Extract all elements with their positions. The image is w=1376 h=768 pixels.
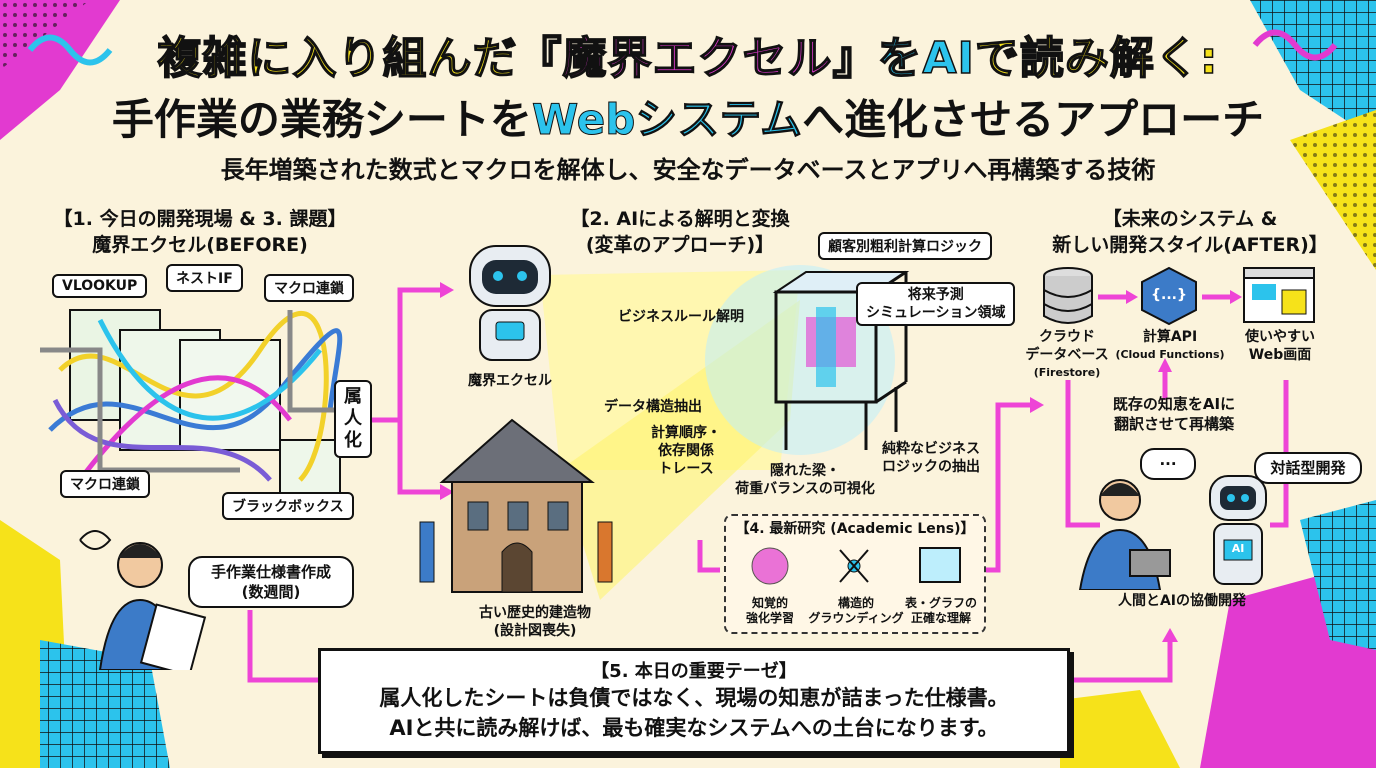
db-line-2: データベース <box>1025 347 1109 363</box>
pure-logic-label: 純粋なビジネス ロジックの抽出 <box>876 440 986 476</box>
tag-macro-chain-top: マクロ連鎖 <box>264 274 354 302</box>
main-title: 複雑に入り組んだ『魔界エクセル』をAIで読み解く: <box>0 22 1376 86</box>
robot-label: 魔界エクセル <box>468 373 552 389</box>
academic-lens-panel: 【4. 最新研究 (Academic Lens)】 知覚的 強化学習 構造的 グ… <box>724 514 986 634</box>
db-line-1: クラウド <box>1039 329 1095 345</box>
trace-line-1: 計算順序・ <box>651 425 721 441</box>
translate-line-2: 翻訳させて再構築 <box>1113 415 1234 433</box>
house-caption-line-1: 古い歴史的建造物 <box>479 605 591 621</box>
academic-icons <box>751 547 961 585</box>
after-heading-line-2: 新しい開発スタイル(AFTER)】 <box>1052 234 1328 256</box>
translate-line-1: 既存の知恵をAIに <box>1112 395 1236 413</box>
collab-label: 人間とAIの協働開発 <box>1117 593 1247 609</box>
database-label: クラウド データベース (Firestore) <box>1012 328 1122 382</box>
robot-badge: AI <box>1231 542 1245 555</box>
cloud-functions-icon <box>1141 266 1197 326</box>
tag-vlookup: VLOOKUP <box>52 274 148 298</box>
thinking-bubble: ... <box>1140 448 1196 480</box>
dialog-dev-bubble: 対話型開発 <box>1254 452 1362 484</box>
tag-macro-chain-bottom: マクロ連鎖 <box>60 470 150 498</box>
after-heading-line-1: 【未来のシステム & <box>1102 208 1278 230</box>
thesis-line-1: 属人化したシートは負債ではなく、現場の知恵が詰まった仕様書。 <box>379 686 1009 710</box>
hidden-beam-line-2: 荷重バランスの可視化 <box>735 481 875 497</box>
title2-part-1: 手作業の業務シートを <box>111 95 532 144</box>
tag-nested-if: ネストIF <box>166 264 243 292</box>
title2-part-3: へ進化させるアプローチ <box>802 95 1265 144</box>
web-line-1: 使いやすい <box>1245 329 1315 345</box>
frame-tag-margin-logic: 顧客別粗利計算ロジック <box>818 232 992 260</box>
beam-label-trace: 計算順序・ 依存関係 トレース <box>636 424 736 478</box>
thesis-line-2: AIと共に読み解けば、最も確実なシステムへの土台になります。 <box>389 716 999 740</box>
academic-item-1-l2: 強化学習 <box>745 611 794 625</box>
before-heading: 【1. 今日の開発現場 & 3. 課題】 魔界エクセル(BEFORE) <box>30 206 370 258</box>
trace-line-3: トレース <box>658 461 714 477</box>
title-part-1: 複雑に入り組んだ <box>157 32 518 85</box>
tangled-excel-illustration <box>40 309 360 501</box>
forecast-line-2: シミュレーション領域 <box>866 305 1006 321</box>
beam-label-business-rules: ビジネスルール解明 <box>618 309 744 325</box>
academic-item-3-l1: 表・グラフの <box>904 596 977 610</box>
middle-heading-line-2: (変革のアプローチ)】 <box>585 234 775 256</box>
manual-spec-line-2: (数週間) <box>241 583 301 601</box>
old-house-illustration <box>419 418 613 593</box>
api-line-1: 計算API <box>1142 329 1198 345</box>
house-caption: 古い歴史的建造物 (設計図喪失) <box>470 604 600 640</box>
hidden-beam-label: 隠れた梁・ 荷重バランスの可視化 <box>720 462 890 498</box>
robot-illustration <box>469 245 551 361</box>
worried-worker-illustration <box>79 530 207 670</box>
thesis-heading: 【5. 本日の重要テーゼ】 <box>591 661 797 682</box>
beam-label-data-structure: データ構造抽出 <box>604 399 702 415</box>
api-line-2: (Cloud Functions) <box>1115 348 1225 361</box>
cloud-functions-glyph: {...} <box>1151 287 1187 303</box>
manual-spec-line-1: 手作業仕様書作成 <box>210 563 331 581</box>
subtitle: 長年増築された数式とマクロを解体し、安全なデータベースとアプリへ再構築する技術 <box>220 156 1156 184</box>
before-heading-line-1: 【1. 今日の開発現場 & 3. 課題】 <box>53 208 347 230</box>
hidden-beam-line-1: 隠れた梁・ <box>770 463 840 479</box>
tag-blackbox: ブラックボックス <box>222 492 354 520</box>
academic-item-1: 知覚的 強化学習 <box>730 596 810 626</box>
middle-heading: 【2. AIによる解明と変換 (変革のアプローチ)】 <box>540 206 820 258</box>
web-line-2: Web画面 <box>1248 347 1312 363</box>
pure-logic-line-2: ロジックの抽出 <box>882 459 980 475</box>
api-label: 計算API (Cloud Functions) <box>1110 328 1230 364</box>
manual-spec-bubble: 手作業仕様書作成 (数週間) <box>188 556 354 608</box>
forecast-line-1: 将来予測 <box>907 287 964 303</box>
web-screen-icon <box>1243 267 1315 323</box>
key-thesis-panel: 【5. 本日の重要テーゼ】 属人化したシートは負債ではなく、現場の知恵が詰まった… <box>318 648 1070 754</box>
web-label: 使いやすい Web画面 <box>1232 328 1328 364</box>
database-icon <box>1043 267 1093 324</box>
title-part-3: をAI <box>877 32 975 85</box>
academic-item-3: 表・グラフの 正確な理解 <box>898 596 984 626</box>
house-caption-line-2: (設計図喪失) <box>493 623 577 639</box>
translate-label: 既存の知恵をAIに 翻訳させて再構築 <box>1094 394 1254 434</box>
academic-item-2: 構造的 グラウンディング <box>806 596 906 626</box>
frame-tag-forecast: 将来予測 シミュレーション領域 <box>856 282 1016 326</box>
title-part-2: 『魔界エクセル』 <box>517 32 878 85</box>
before-heading-line-2: 魔界エクセル(BEFORE) <box>92 234 308 256</box>
main-title-line-2: 手作業の業務シートをWebシステムへ進化させるアプローチ <box>0 86 1376 147</box>
human-ai-collab-illustration <box>1078 475 1267 590</box>
academic-item-3-l2: 正確な理解 <box>910 611 971 625</box>
tag-personalization: 属人化 <box>334 380 372 458</box>
title-part-4: で読み解く: <box>974 32 1219 85</box>
academic-item-1-l1: 知覚的 <box>751 596 788 610</box>
pure-logic-line-1: 純粋なビジネス <box>882 441 980 457</box>
middle-heading-line-1: 【2. AIによる解明と変換 <box>570 208 790 230</box>
academic-item-2-l1: 構造的 <box>837 596 874 610</box>
after-heading: 【未来のシステム & 新しい開発スタイル(AFTER)】 <box>1030 206 1350 258</box>
db-line-3: (Firestore) <box>1033 366 1101 379</box>
academic-heading: 【4. 最新研究 (Academic Lens)】 <box>735 521 975 537</box>
trace-line-2: 依存関係 <box>658 443 714 459</box>
academic-item-2-l2: グラウンディング <box>808 611 904 625</box>
title2-part-2: Webシステム <box>531 95 803 145</box>
